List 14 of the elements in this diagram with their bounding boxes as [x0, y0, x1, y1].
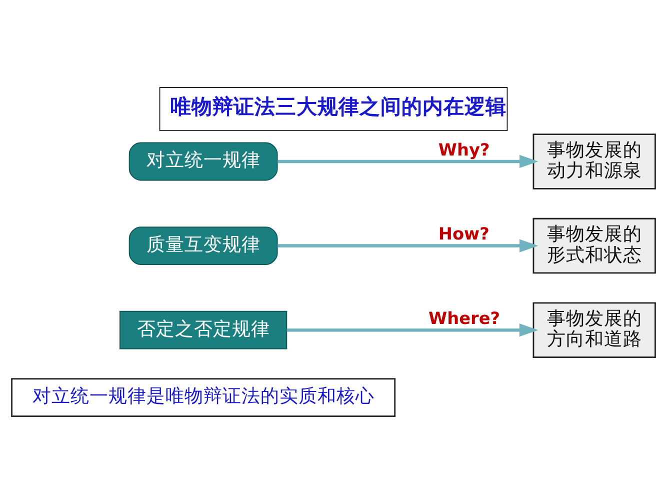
edge-label: Why?	[438, 139, 490, 160]
arrow	[277, 154, 538, 168]
edge-label: How?	[438, 224, 490, 244]
node-box: 否定之否定规律	[119, 310, 288, 350]
node-box: 质量互变规律	[128, 226, 278, 265]
node-box: 事物发展的方向和道路	[532, 302, 656, 358]
node-box: 事物发展的形式和状态	[532, 218, 656, 274]
node-box: 事物发展的动力和源泉	[532, 134, 656, 190]
edge-label: Where?	[428, 308, 500, 328]
node-box: 对立统一规律是唯物辩证法的实质和核心	[11, 378, 396, 417]
diagram-title: 唯物辩证法三大规律之间的内在逻辑	[170, 94, 507, 118]
arrow	[286, 324, 538, 337]
node-box: 对立统一规律	[128, 142, 278, 181]
arrow	[277, 239, 538, 252]
